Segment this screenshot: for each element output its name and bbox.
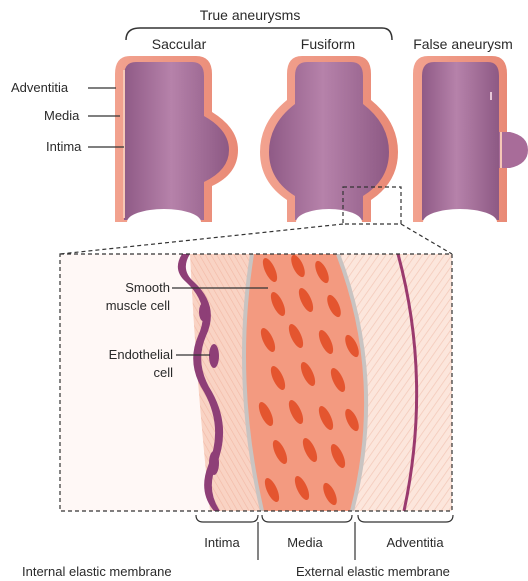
label-endothelial-cell-line2: cell	[153, 365, 173, 380]
bottom-label-internal-elastic-membrane: Internal elastic membrane	[22, 564, 172, 579]
group-title-true-aneurysms: True aneurysms	[200, 7, 301, 23]
layer-label-media: Media	[44, 108, 80, 123]
label-endothelial-cell-line1: Endothelial	[109, 347, 173, 362]
bottom-label-intima: Intima	[204, 535, 240, 550]
false-aneurysm-vessel	[413, 56, 528, 235]
type-label-saccular: Saccular	[152, 36, 207, 52]
type-label-fusiform: Fusiform	[301, 36, 355, 52]
label-smooth-muscle-cell-line1: Smooth	[125, 280, 170, 295]
label-smooth-muscle-cell-line2: muscle cell	[106, 298, 170, 313]
zoomed-wall-panel	[60, 253, 452, 511]
bottom-label-adventitia: Adventitia	[386, 535, 444, 550]
saccular-vessel	[115, 56, 238, 235]
zoom-line-left	[60, 224, 343, 254]
layer-label-adventitia: Adventitia	[11, 80, 69, 95]
layer-label-intima: Intima	[46, 139, 82, 154]
bottom-label-external-elastic-membrane: External elastic membrane	[296, 564, 450, 579]
bottom-label-media: Media	[287, 535, 323, 550]
type-label-false-aneurysm: False aneurysm	[413, 36, 513, 52]
fusiform-vessel	[260, 56, 398, 235]
